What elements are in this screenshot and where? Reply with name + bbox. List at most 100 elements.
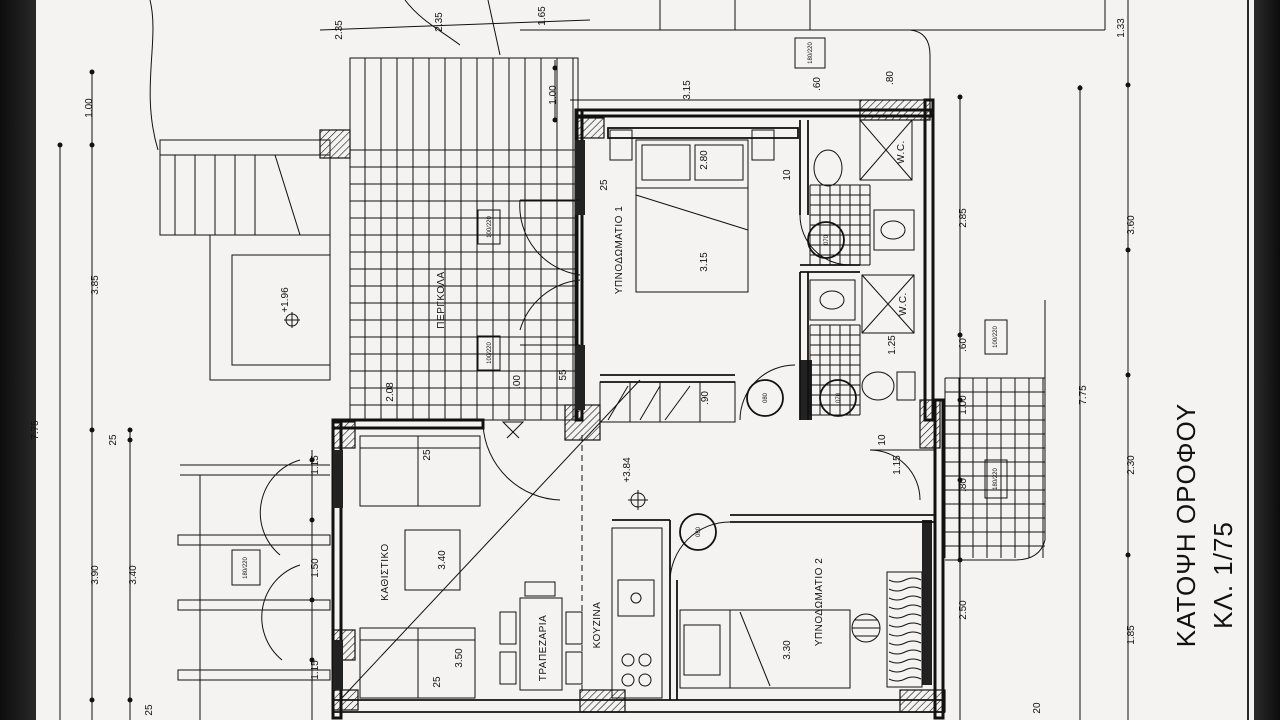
dim-living-150: 1.50 xyxy=(310,558,321,578)
dim-door-55: 55 xyxy=(558,369,569,381)
room-labels: ΠΕΡΓΚΟΛΑ ΥΠΝΟΔΩΜΑΤΙΟ 1 ΥΠΝΟΔΩΜΑΤΙΟ 2 ΚΑΘ… xyxy=(380,140,909,681)
dimension-tick xyxy=(127,427,133,433)
dim-wc-115: 1.15 xyxy=(892,455,903,475)
window-tag-6: 180/220 xyxy=(993,468,999,490)
dim-pergola-208: 2.08 xyxy=(385,382,396,402)
label-living: ΚΑΘΙΣΤΙΚΟ xyxy=(380,543,391,600)
dim-living-115b: 1.15 xyxy=(310,660,321,680)
dim-right-60: .60 xyxy=(958,338,969,352)
dimension-tick xyxy=(89,69,95,75)
dim-living-25: 25 xyxy=(422,449,433,461)
dim-bed1-315: 3.15 xyxy=(699,252,710,272)
dim-wc-125: 1.25 xyxy=(887,335,898,355)
door-tag-3: 070 xyxy=(836,392,842,403)
dim-living-340: 3.40 xyxy=(437,550,448,570)
dining-table xyxy=(499,581,583,691)
dim-left-100: 1.00 xyxy=(84,98,95,118)
dim-far-133: 1.33 xyxy=(1116,18,1127,38)
dimension-tick xyxy=(957,332,963,338)
dim-left-340: 3.40 xyxy=(128,565,139,585)
dimension-tick xyxy=(89,697,95,703)
wardrobe-grain xyxy=(888,586,922,592)
dim-pergola-100: 1.00 xyxy=(548,85,559,105)
dim-steps-20: 20 xyxy=(1032,702,1043,714)
dim-top-b: 2.35 xyxy=(434,12,445,32)
pergola-grid xyxy=(349,57,579,421)
drawing-title: ΚΑΤΟΨΗ ΟΡΟΦΟΥ ΚΛ. 1/75 xyxy=(1171,403,1238,647)
door-tag-2: 080 xyxy=(763,392,769,403)
dimension-tick xyxy=(957,557,963,563)
dimension-tick xyxy=(127,437,133,443)
structural-columns xyxy=(319,99,946,713)
dim-left-385: 3.85 xyxy=(90,275,101,295)
door-tag-1: 070 xyxy=(824,234,830,245)
wardrobe-grain xyxy=(888,676,922,682)
dimension-tick xyxy=(1125,247,1131,253)
level-yard: +1.96 xyxy=(280,287,291,313)
wardrobe-grain xyxy=(888,658,922,664)
dim-left-775: 7.75 xyxy=(30,420,41,440)
background-edge-left xyxy=(0,0,38,720)
interior-walls xyxy=(581,120,935,700)
background-edge-right xyxy=(1254,0,1280,720)
window-tag-2: 100/220 xyxy=(487,216,493,238)
wardrobe-grain xyxy=(888,631,922,637)
wardrobe-grain xyxy=(888,595,922,601)
dim-right-80: .80 xyxy=(958,478,969,492)
wardrobe-grain xyxy=(888,604,922,610)
dim-left-390: 3.90 xyxy=(90,565,101,585)
dim-left-25b: 25 xyxy=(144,704,155,716)
dim-bed2-330: 3.30 xyxy=(782,640,793,660)
dim-left-25: 25 xyxy=(108,434,119,446)
level-floor: +3.84 xyxy=(622,457,633,483)
dimension-tick xyxy=(57,142,63,148)
dim-far-775: 7.75 xyxy=(1078,385,1089,405)
right-balcony xyxy=(944,377,1045,558)
dim-bed1-10: 10 xyxy=(782,169,793,181)
dim-right-250: 2.50 xyxy=(958,600,969,620)
door-tags xyxy=(628,221,857,551)
dim-far-230: 2.30 xyxy=(1126,455,1137,475)
dimension-tick xyxy=(309,597,315,603)
dim-top-60: .60 xyxy=(812,77,823,91)
dim-right-285: 2.85 xyxy=(958,208,969,228)
dim-far-185: 1.85 xyxy=(1126,625,1137,645)
dim-living-25b: 25 xyxy=(432,676,443,688)
dimension-tick xyxy=(309,657,315,663)
dimension-tick xyxy=(957,94,963,100)
dim-pergola-300: .00 xyxy=(512,375,523,389)
label-wc-bottom: W.C. xyxy=(898,292,909,316)
dimension-tick xyxy=(309,457,315,463)
dimension-tick xyxy=(552,117,558,123)
bedroom2-furniture xyxy=(669,521,923,689)
wc-bottom xyxy=(809,274,935,501)
title-plan: ΚΑΤΟΨΗ ΟΡΟΦΟΥ xyxy=(1171,403,1201,647)
dim-bed1-280: 2.80 xyxy=(699,150,710,170)
door-swings xyxy=(519,199,796,421)
wc-top xyxy=(809,119,915,266)
dimension-tick xyxy=(89,427,95,433)
dimension-lines xyxy=(57,0,1131,720)
label-kitchen: ΚΟΥΖΙΝΑ xyxy=(592,602,603,649)
dimension-tick xyxy=(89,142,95,148)
dim-kitchen-350: 3.50 xyxy=(454,648,465,668)
window-tag-texts: 180/220100/220100/220180/220100/220180/2… xyxy=(243,42,999,579)
dim-corr-90: .90 xyxy=(700,391,711,405)
dimension-tick xyxy=(552,65,558,71)
window-tag-1: 180/220 xyxy=(808,42,814,64)
dim-top-315: 3.15 xyxy=(682,80,693,100)
window-tag-4: 180/220 xyxy=(243,557,249,579)
dim-top-80: .80 xyxy=(885,71,896,85)
dimension-tick xyxy=(957,477,963,483)
dimension-tick xyxy=(309,517,315,523)
door-tag-4: 080 xyxy=(696,526,702,537)
external-stairs xyxy=(159,139,331,381)
window-tag-3: 100/220 xyxy=(487,342,493,364)
bedroom1-furniture xyxy=(607,127,851,293)
wardrobe-grain xyxy=(888,622,922,628)
dimension-tick xyxy=(1077,85,1083,91)
dim-right-100: 1.00 xyxy=(958,395,969,415)
living-furniture xyxy=(339,379,641,701)
